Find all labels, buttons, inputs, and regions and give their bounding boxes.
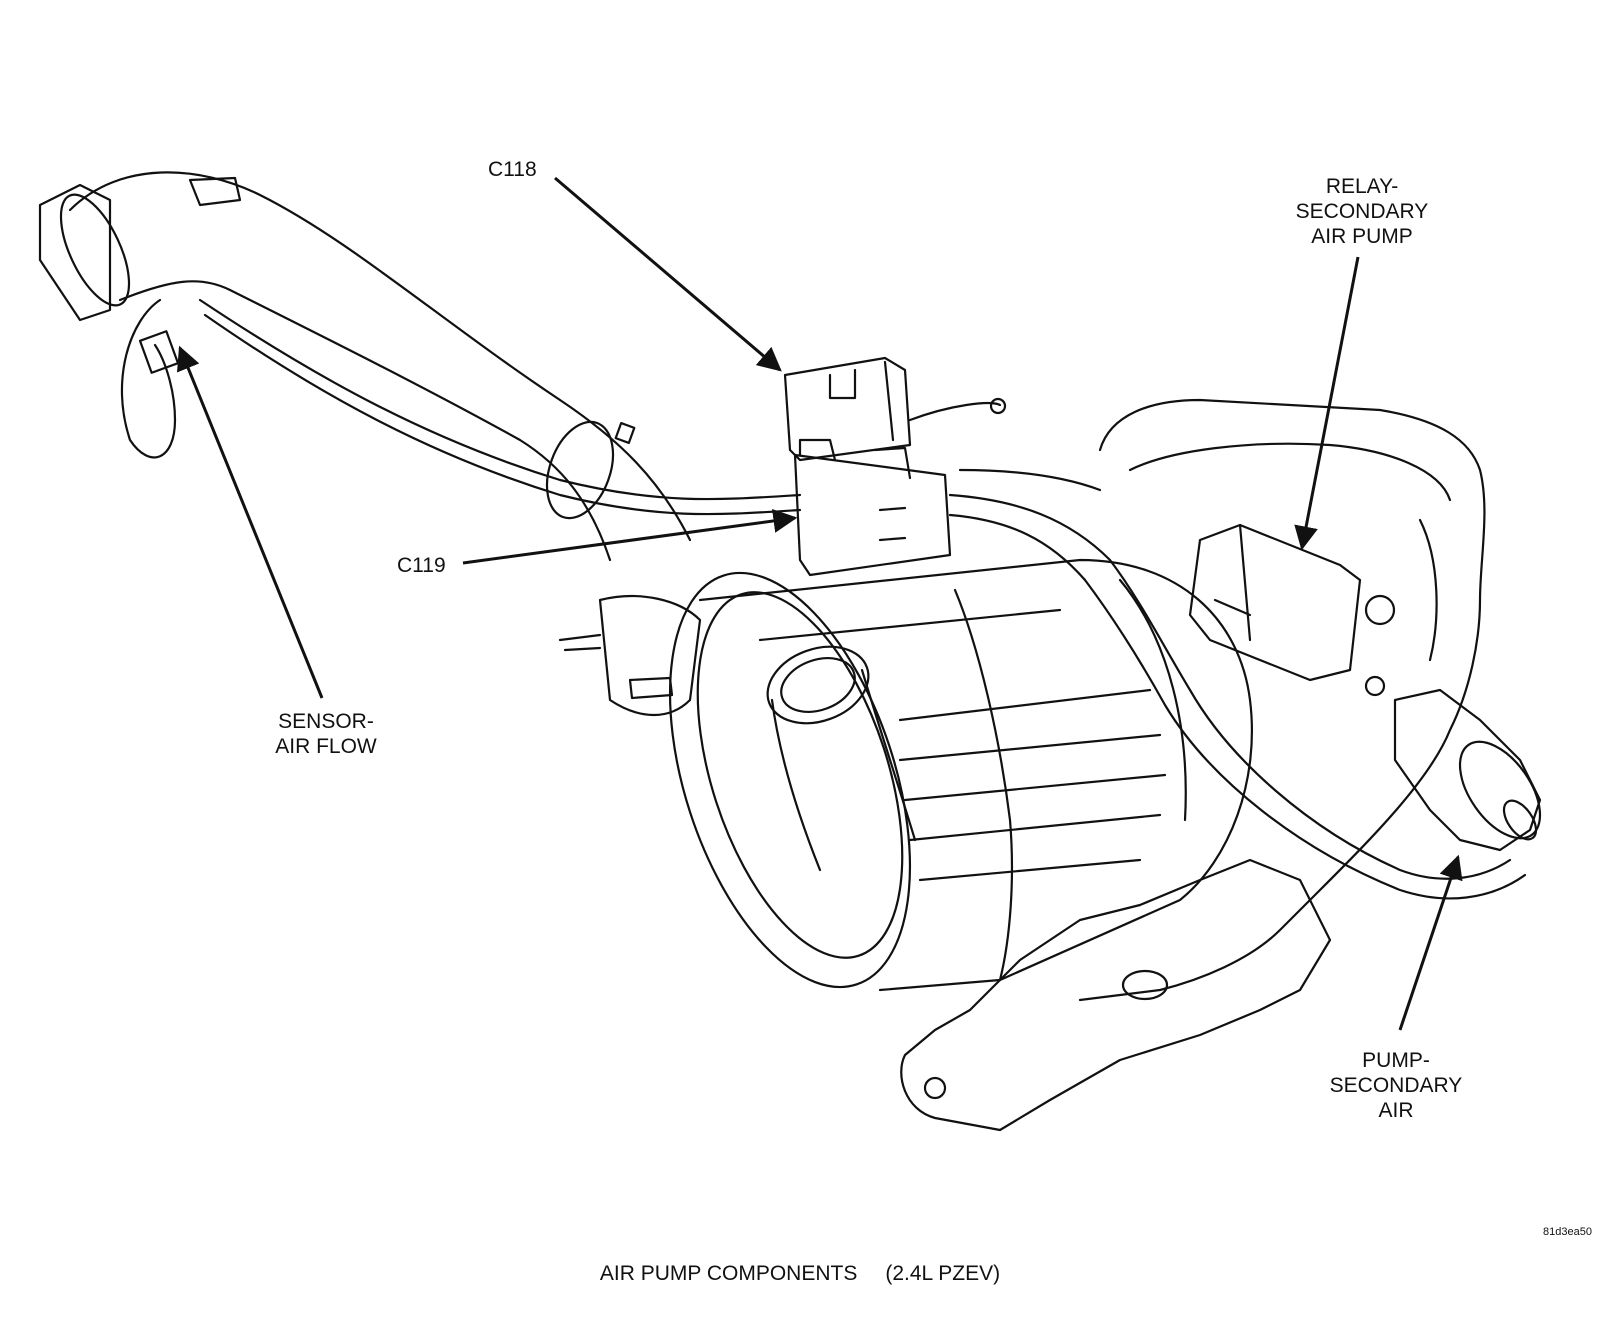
relay-connector [1188, 523, 1362, 682]
label-line: SECONDARY [1295, 200, 1429, 223]
label-c118: C118 [488, 157, 537, 182]
bracket-hole [923, 1076, 947, 1100]
label-line: RELAY- [1325, 175, 1399, 198]
figure-id: 81d3ea50 [1543, 1226, 1592, 1238]
rear-housing [1078, 398, 1486, 1002]
zip-tie [545, 420, 615, 520]
air-duct-hose [68, 171, 692, 542]
label-pump-secondary-air: PUMP- SECONDARY AIR [1318, 1048, 1474, 1123]
label-c119-text: C119 [397, 554, 446, 577]
wiring-harness [198, 298, 802, 501]
label-line: AIR PUMP [1311, 225, 1413, 248]
figure-caption: AIR PUMP COMPONENTS (2.4L PZEV) [0, 1262, 1600, 1286]
sensor-harness [120, 298, 177, 459]
arrow-c119 [462, 509, 798, 565]
arrow-pump [1398, 854, 1463, 1031]
label-sensor-air-flow: SENSOR- AIR FLOW [264, 709, 388, 759]
label-c118-text: C118 [488, 158, 537, 181]
arrow-sensor [177, 345, 324, 699]
duct-clamp [59, 193, 131, 307]
label-line: SECONDARY [1329, 1074, 1463, 1097]
mounting-bracket [900, 858, 1332, 1132]
label-line: PUMP- [1362, 1049, 1430, 1072]
pump-body [698, 558, 1254, 992]
label-line: AIR [1378, 1099, 1414, 1122]
arrow-relay [1294, 256, 1360, 551]
label-relay-secondary-air-pump: RELAY- SECONDARY AIR PUMP [1284, 174, 1440, 249]
caption-variant: (2.4L PZEV) [885, 1262, 1001, 1285]
bracket-slot [1121, 969, 1169, 1001]
pump-front-ring [668, 571, 912, 989]
sensor-connector [138, 330, 180, 374]
caption-title: AIR PUMP COMPONENTS [599, 1262, 858, 1285]
outlet-pipe-mouth [766, 645, 870, 725]
label-c119: C119 [397, 553, 446, 578]
arrow-c118 [554, 176, 782, 372]
c119-connector [793, 453, 952, 577]
c118-connector [783, 356, 912, 462]
pump-connector [1393, 688, 1542, 852]
label-line: SENSOR- [278, 710, 374, 733]
label-line: AIR FLOW [275, 735, 377, 758]
